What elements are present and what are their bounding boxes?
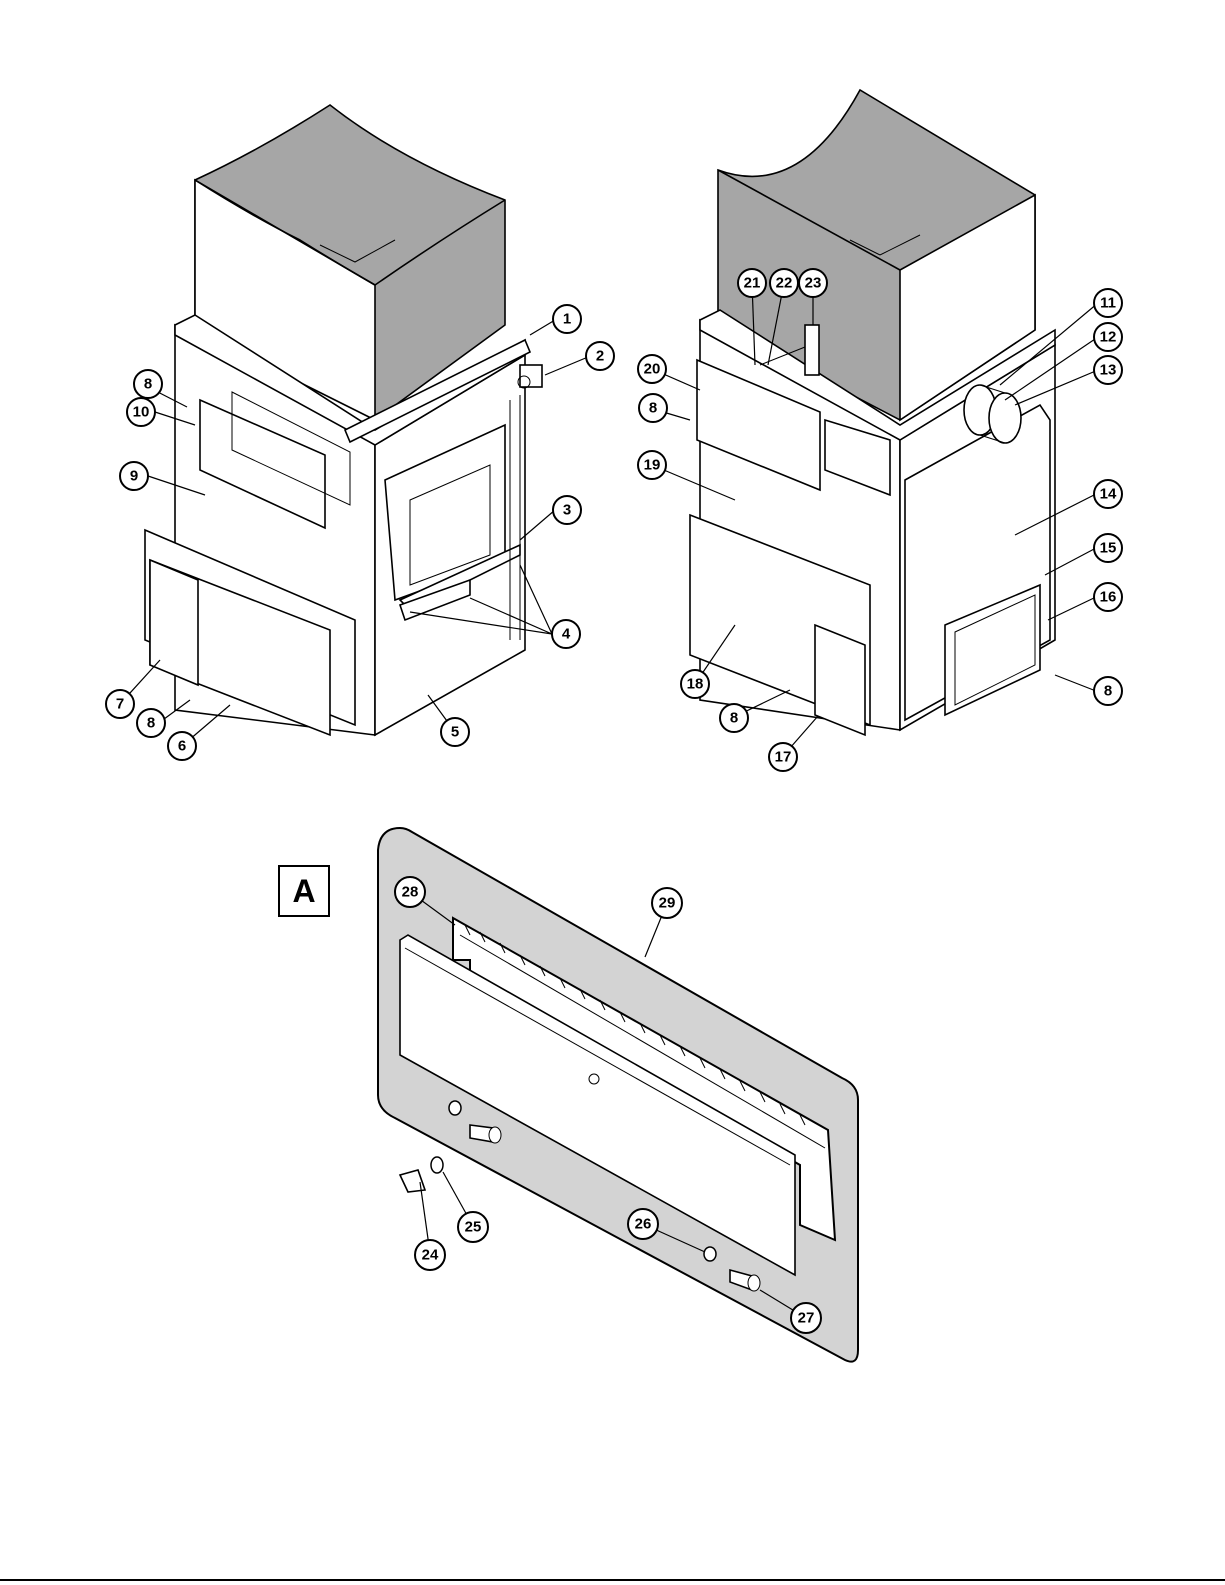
- svg-text:17: 17: [775, 749, 792, 766]
- callout-14: 14: [1094, 480, 1122, 508]
- washer-25: [431, 1157, 443, 1173]
- callout-3: 3: [553, 496, 581, 524]
- svg-text:26: 26: [635, 1216, 652, 1233]
- svg-text:3: 3: [563, 502, 571, 519]
- svg-text:10: 10: [133, 404, 150, 421]
- callout-10: 10: [127, 398, 155, 426]
- callout-4: 4: [552, 620, 580, 648]
- svg-text:2: 2: [596, 348, 604, 365]
- callout-8-left-bottom: 8: [137, 709, 165, 737]
- svg-text:8: 8: [730, 710, 738, 727]
- right-small-panel-17: [815, 625, 865, 735]
- callout-28: 28: [395, 877, 425, 907]
- svg-text:7: 7: [116, 696, 124, 713]
- callout-17: 17: [769, 743, 797, 771]
- svg-text:25: 25: [465, 1219, 482, 1236]
- callout-5: 5: [441, 718, 469, 746]
- washer-26: [704, 1247, 716, 1261]
- callout-9: 9: [120, 462, 148, 490]
- callout-25: 25: [458, 1212, 488, 1242]
- svg-text:18: 18: [687, 676, 704, 693]
- svg-text:22: 22: [776, 275, 793, 292]
- detail-a-letter: A: [292, 873, 315, 909]
- svg-text:8: 8: [649, 400, 657, 417]
- callout-27: 27: [791, 1303, 821, 1333]
- callout-26: 26: [628, 1209, 658, 1239]
- svg-text:11: 11: [1100, 295, 1116, 312]
- svg-text:16: 16: [1100, 589, 1117, 606]
- svg-text:6: 6: [178, 738, 186, 755]
- svg-text:24: 24: [422, 1247, 439, 1264]
- callout-20: 20: [638, 355, 666, 383]
- callout-23: 23: [799, 269, 827, 297]
- callout-18: 18: [681, 670, 709, 698]
- svg-text:5: 5: [451, 724, 459, 741]
- right-furnace-assembly: [690, 90, 1055, 735]
- svg-text:15: 15: [1100, 540, 1117, 557]
- callout-6: 6: [168, 732, 196, 760]
- svg-text:23: 23: [805, 275, 822, 292]
- svg-text:21: 21: [744, 275, 761, 292]
- svg-text:27: 27: [798, 1310, 815, 1327]
- detail-a-group: A: [279, 828, 858, 1362]
- svg-text:1: 1: [563, 311, 571, 328]
- svg-text:13: 13: [1100, 362, 1117, 379]
- callout-8-right-top: 8: [639, 394, 667, 422]
- svg-text:8: 8: [1104, 683, 1112, 700]
- svg-text:29: 29: [659, 895, 676, 912]
- callout-12: 12: [1094, 323, 1122, 351]
- callout-19: 19: [638, 451, 666, 479]
- svg-text:9: 9: [130, 468, 138, 485]
- svg-text:14: 14: [1100, 486, 1117, 503]
- callout-15: 15: [1094, 534, 1122, 562]
- callout-8-left-top: 8: [134, 370, 162, 398]
- callout-24: 24: [415, 1240, 445, 1270]
- svg-text:28: 28: [402, 884, 419, 901]
- callout-11: 11: [1094, 289, 1122, 317]
- left-furnace-assembly: [145, 105, 542, 735]
- callout-2: 2: [586, 342, 614, 370]
- svg-text:19: 19: [644, 457, 661, 474]
- svg-text:12: 12: [1100, 329, 1117, 346]
- callout-1: 1: [553, 305, 581, 333]
- callout-8-right-bottom: 8: [720, 704, 748, 732]
- callout-29: 29: [652, 888, 682, 918]
- callout-16: 16: [1094, 583, 1122, 611]
- callout-22: 22: [770, 269, 798, 297]
- svg-text:8: 8: [147, 715, 155, 732]
- svg-text:8: 8: [144, 376, 152, 393]
- left-lower-panel-7: [150, 560, 198, 685]
- callout-7: 7: [106, 690, 134, 718]
- svg-text:20: 20: [644, 361, 661, 378]
- callout-13: 13: [1094, 356, 1122, 384]
- callout-8-right-side: 8: [1094, 677, 1122, 705]
- svg-text:4: 4: [562, 626, 571, 643]
- callout-21: 21: [738, 269, 766, 297]
